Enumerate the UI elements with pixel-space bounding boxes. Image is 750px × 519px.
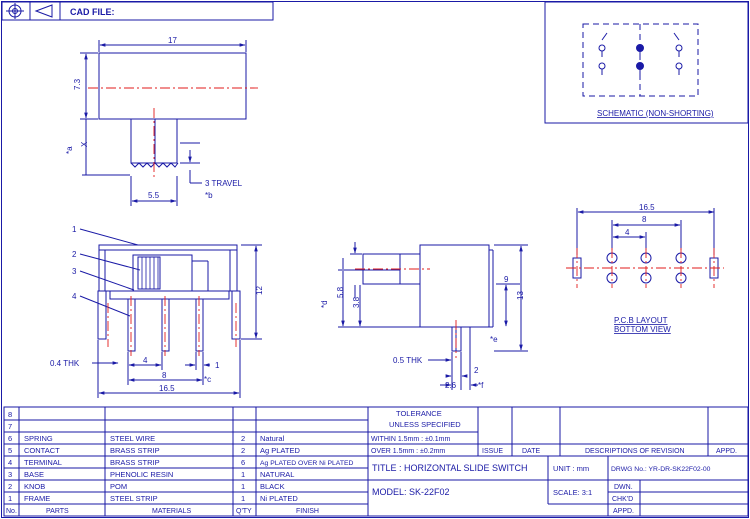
drawing-chkd: CHK'D <box>612 496 633 503</box>
bom-row-no: 8 <box>8 410 12 419</box>
bom-row-qty: 1 <box>241 494 245 503</box>
bom-row-no: 2 <box>8 482 12 491</box>
callout-1: 1 <box>72 225 77 234</box>
bom-row-finish: BLACK <box>260 482 285 491</box>
front-total-dim: 16.5 <box>159 384 175 393</box>
top-width-dim: 17 <box>168 36 177 45</box>
bom-row-no: 4 <box>8 458 12 467</box>
bom-header-qty: Q'TY <box>236 508 252 515</box>
drawing-scale: SCALE: 3:1 <box>553 488 592 497</box>
bom-row-qty: 2 <box>241 434 245 443</box>
front-dim-8: 8 <box>162 371 167 380</box>
pcb-dim-8: 8 <box>642 215 647 224</box>
bom-header-finish: FINISH <box>296 508 319 515</box>
bom-row-finish: Ni PLATED <box>260 494 298 503</box>
bom-row-finish: NATURAL <box>260 470 294 479</box>
bom-row-part: KNOB <box>24 482 45 491</box>
drawing-model: MODEL: SK-22F02 <box>372 487 450 497</box>
bom-table: 8 7 6 SPRING STEEL WIRE 2 Natural 5 CONT… <box>6 410 354 515</box>
front-dim-4: 4 <box>143 356 148 365</box>
side-dim-2: 2 <box>474 366 479 375</box>
schematic-contacts <box>598 32 683 75</box>
top-label-x: X <box>80 141 89 147</box>
bom-row-part: TERMINAL <box>24 458 62 467</box>
bom-row-qty: 1 <box>241 470 245 479</box>
bom-row-no: 3 <box>8 470 12 479</box>
bom-row-no: 1 <box>8 494 12 503</box>
pcb-label-2: BOTTOM VIEW <box>614 325 671 334</box>
callout-4: 4 <box>72 292 77 301</box>
revision-desc: DESCRIPTIONS OF REVISION <box>585 448 685 455</box>
bom-row-material: BRASS STRIP <box>110 446 160 455</box>
bom-header-no: No. <box>6 508 17 515</box>
bom-row-material: STEEL WIRE <box>110 434 155 443</box>
side-label-f: *f <box>478 381 484 390</box>
callout-2: 2 <box>72 250 77 259</box>
cad-file-label: CAD FILE: <box>70 7 115 17</box>
tolerance-subtitle: UNLESS SPECIFIED <box>389 420 461 429</box>
front-height-dim: 12 <box>255 286 264 295</box>
tolerance-line-2: OVER 1.5mm : ±0.2mm <box>371 448 445 455</box>
bom-row-qty: 6 <box>241 458 245 467</box>
drawing-number: DRWG No.: YR-DR-SK22F02-00 <box>611 466 711 473</box>
bom-row-part: FRAME <box>24 494 50 503</box>
projection-symbol-icon <box>1 1 61 21</box>
bom-row-finish: Ag PLATED OVER Ni PLATED <box>260 460 354 467</box>
bom-row-part: BASE <box>24 470 44 479</box>
bom-row-no: 7 <box>8 422 12 431</box>
top-label-b: *b <box>205 191 213 200</box>
drawing-title: TITLE : HORIZONTAL SLIDE SWITCH <box>372 463 528 473</box>
drawing-dwn: DWN. <box>614 484 633 491</box>
top-travel: 3 TRAVEL <box>205 179 243 188</box>
revision-appd: APPD. <box>716 448 737 455</box>
bom-row-material: POM <box>110 482 127 491</box>
bom-row-no: 6 <box>8 434 12 443</box>
bom-row-material: STEEL STRIP <box>110 494 158 503</box>
side-dim-26: 2.6 <box>445 381 457 390</box>
pcb-dim-4: 4 <box>625 228 630 237</box>
bom-row-part: SPRING <box>24 434 53 443</box>
pcb-dim-165: 16.5 <box>639 203 655 212</box>
drawing-appd: APPD. <box>613 508 634 515</box>
revision-issue: ISSUE <box>482 448 503 455</box>
bom-row-finish: Natural <box>260 434 285 443</box>
bom-row-material: PHENOLIC RESIN <box>110 470 173 479</box>
top-knob-dim: 5.5 <box>148 191 160 200</box>
bom-header-parts: PARTS <box>46 508 69 515</box>
pcb-label-1: P.C.B LAYOUT <box>614 316 668 325</box>
front-thk: 0.4 THK <box>50 359 80 368</box>
revision-date: DATE <box>522 448 540 455</box>
bom-row-part: CONTACT <box>24 446 60 455</box>
top-label-a: *a <box>65 146 74 154</box>
bom-row-no: 5 <box>8 446 12 455</box>
bom-row-qty: 1 <box>241 482 245 491</box>
bom-row-qty: 2 <box>241 446 245 455</box>
bom-header-materials: MATERIALS <box>152 508 191 515</box>
front-dim-1: 1 <box>215 361 220 370</box>
top-height-dim: 7.3 <box>73 78 82 90</box>
side-dim-58: 5.8 <box>336 286 345 298</box>
callout-3: 3 <box>72 267 77 276</box>
side-dim-9: 9 <box>504 275 509 284</box>
schematic-label: SCHEMATIC (NON-SHORTING) <box>597 109 714 118</box>
tolerance-title: TOLERANCE <box>396 409 442 418</box>
side-thk: 0.5 THK <box>393 356 423 365</box>
side-label-d: *d <box>320 300 329 308</box>
side-label-e: *e <box>490 335 498 344</box>
bom-row-material: BRASS STRIP <box>110 458 160 467</box>
bom-row-finish: Ag PLATED <box>260 446 300 455</box>
side-dim-13: 13 <box>516 291 525 300</box>
side-dim-38: 3.8 <box>352 296 361 308</box>
drawing-unit: UNIT : mm <box>553 464 589 473</box>
front-label-c: *c <box>204 375 211 384</box>
tolerance-line-1: WITHIN 1.5mm : ±0.1mm <box>371 436 450 443</box>
